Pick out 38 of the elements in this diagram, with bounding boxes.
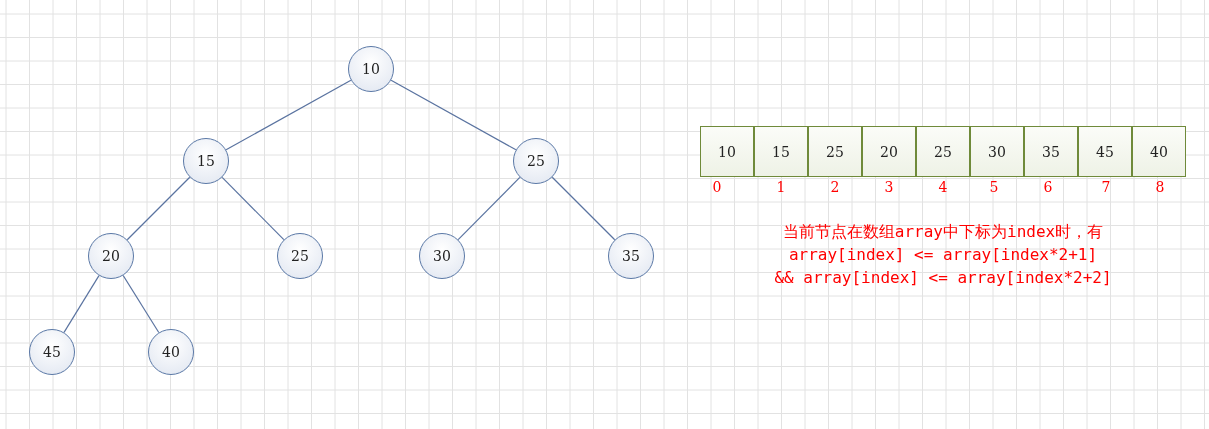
index-label: 2 [829,179,841,195]
tree-edge [390,79,517,151]
array-cell: 45 [1078,126,1132,177]
index-label: 0 [711,179,723,195]
array-cell: 25 [808,126,862,177]
tree-edge [63,275,100,333]
index-label: 4 [937,179,949,195]
index-label: 3 [883,179,895,195]
tree-node-circle: 15 [183,138,229,184]
tree-node-circle: 20 [88,233,134,279]
tree-node-circle: 25 [513,138,559,184]
index-label: 5 [988,179,1000,195]
array-cell: 20 [862,126,916,177]
tree-edge [221,176,285,241]
index-label: 6 [1042,179,1054,195]
index-label: 8 [1154,179,1166,195]
tree-node-circle: 35 [608,233,654,279]
note-text: array[index] <= array[index*2+1] [788,245,1098,264]
index-label: 1 [775,179,787,195]
tree-edge [225,79,352,151]
array-cell: 10 [700,126,754,177]
note-text: && array[index] <= array[index*2+2] [774,268,1112,287]
tree-node-circle: 40 [148,329,194,375]
tree-edge [457,176,521,241]
array-cell: 35 [1024,126,1078,177]
tree-edge [551,176,616,241]
tree-node-circle: 10 [348,46,394,92]
array-cell: 40 [1132,126,1186,177]
note-text: 当前节点在数组array中下标为index时，有 [782,222,1104,243]
tree-node-circle: 25 [277,233,323,279]
array-cell: 25 [916,126,970,177]
tree-node-circle: 30 [419,233,465,279]
tree-node-circle: 45 [29,329,75,375]
array-cell: 15 [754,126,808,177]
index-label: 7 [1100,179,1112,195]
tree-edge [126,176,191,241]
tree-edge [122,274,160,334]
array-cell: 30 [970,126,1024,177]
